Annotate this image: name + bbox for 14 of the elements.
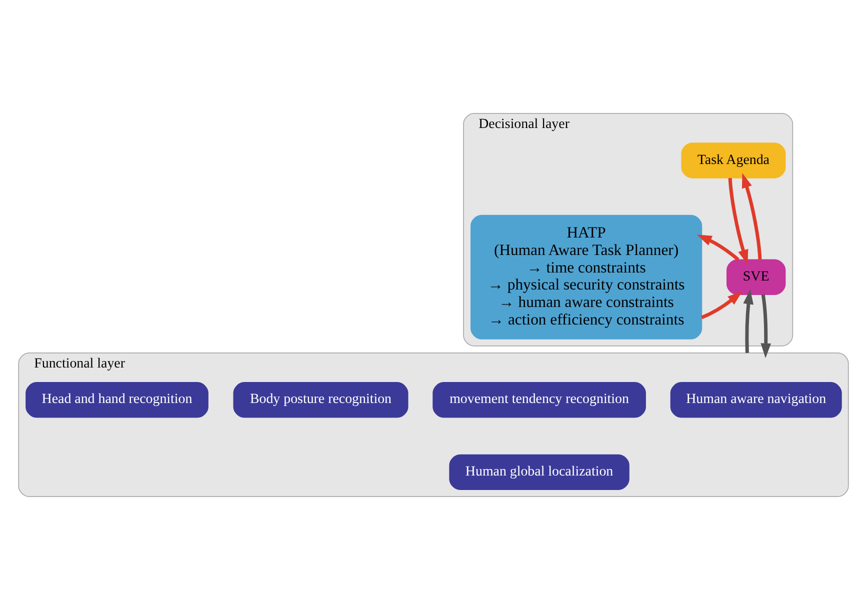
node-box: SVE (726, 259, 786, 295)
arrow (743, 289, 754, 353)
node-box: Human global localization (449, 454, 630, 490)
node-box: movement tendency recognition (432, 382, 646, 418)
node-box: Task Agenda (681, 142, 786, 178)
node-box: Body posture recognition (233, 382, 408, 418)
node-box: Human aware navigation (670, 382, 842, 418)
arrow (701, 291, 742, 320)
arrow (728, 178, 748, 265)
node-box: HATP (Human Aware Task Planner) → time constraints → physical security constraints → human aware constraints → action efficiency constraints (470, 214, 702, 340)
arrow (760, 294, 772, 358)
arrow (696, 234, 740, 262)
node-box: Head and hand recognition (26, 382, 208, 418)
arrow (742, 173, 762, 260)
